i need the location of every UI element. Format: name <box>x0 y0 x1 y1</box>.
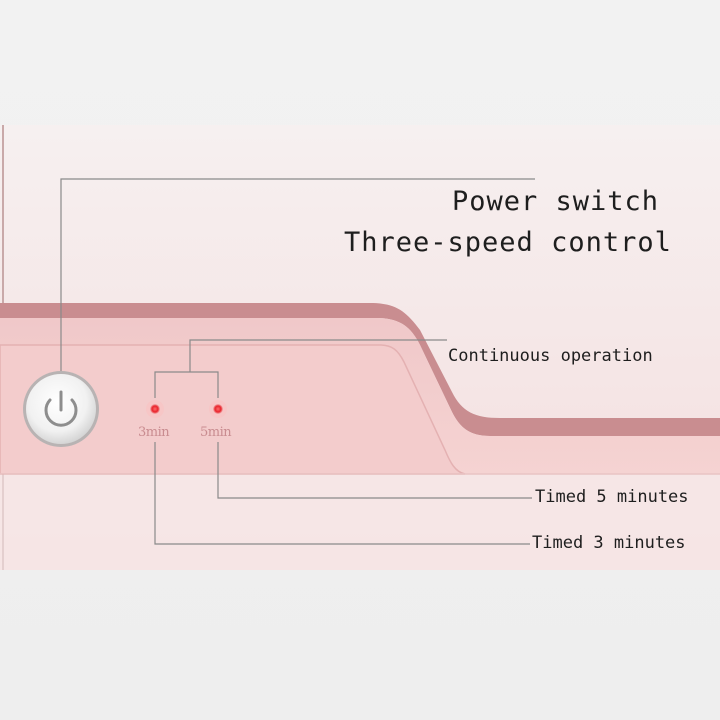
timer-5min-indicator[interactable] <box>211 403 223 415</box>
caption-5min: 5min <box>200 425 232 440</box>
power-icon <box>44 390 78 427</box>
panel-top-edge <box>0 303 720 436</box>
led-3min <box>150 404 160 414</box>
caption-3min: 3min <box>138 425 170 440</box>
leader-power <box>60 178 535 372</box>
timer-3min-indicator[interactable] <box>148 403 160 415</box>
power-button[interactable] <box>24 372 98 446</box>
led-5min <box>213 404 223 414</box>
label-three-speed-control: Three-speed control <box>344 227 672 258</box>
label-power-switch: Power switch <box>452 186 660 217</box>
leader-timed-3 <box>154 442 530 545</box>
leader-continuous-bracket <box>154 371 219 398</box>
label-timed-3-minutes: Timed 3 minutes <box>532 533 686 553</box>
leader-timed-5 <box>217 442 532 499</box>
panel-shadow <box>0 475 720 570</box>
inset-panel <box>0 344 466 475</box>
leader-lines <box>60 178 535 545</box>
label-continuous-operation: Continuous operation <box>448 346 653 366</box>
label-timed-5-minutes: Timed 5 minutes <box>535 487 689 507</box>
leader-continuous <box>189 339 447 372</box>
